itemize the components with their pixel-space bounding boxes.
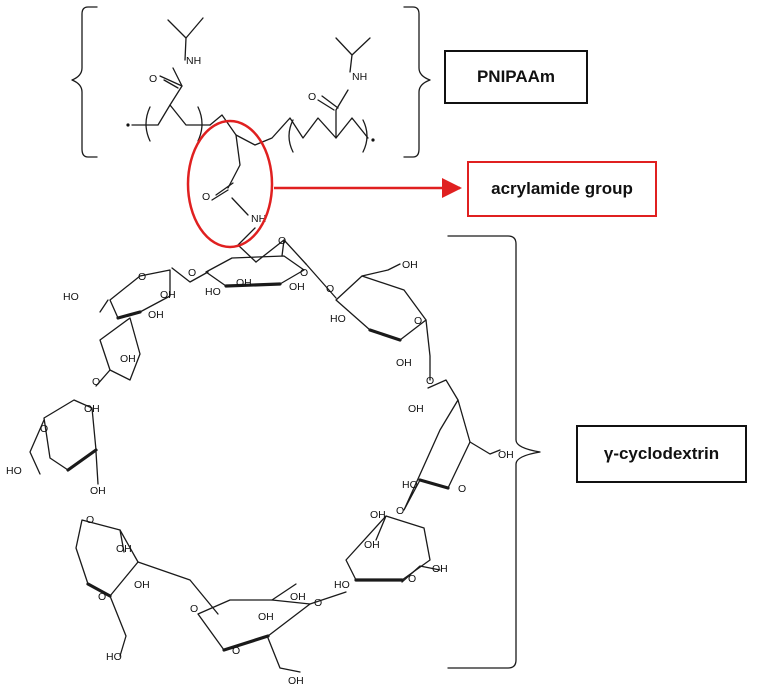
ho-label-3: HO xyxy=(6,465,22,477)
ring-o-11: O xyxy=(314,597,322,609)
ring-o-8: O xyxy=(98,591,106,603)
ho-label-1: HO xyxy=(205,286,221,298)
pnipaam-label: PNIPAAm xyxy=(476,67,556,86)
ho-label-2: HO xyxy=(63,291,79,303)
ho-label-7: HO xyxy=(330,313,346,325)
pnipaam-structure xyxy=(126,17,375,263)
oh-label-7: OH xyxy=(90,485,106,497)
ring-o-2: O xyxy=(300,267,308,279)
ring-o-14: O xyxy=(458,483,466,495)
ring-o-15: O xyxy=(426,375,434,387)
oh-label-3: OH xyxy=(160,289,176,301)
radical-dot-left xyxy=(126,123,130,127)
nh-label-2: NH xyxy=(352,71,367,83)
oh-label-16: OH xyxy=(498,449,514,461)
oh-label-2: OH xyxy=(289,281,305,293)
oh-label-6: OH xyxy=(84,403,100,415)
oh-label-5: OH xyxy=(120,353,136,365)
ho-label-5: HO xyxy=(334,579,350,591)
ring-o-17: O xyxy=(326,283,334,295)
oh-label-10: OH xyxy=(290,591,306,603)
ring-o-16: O xyxy=(414,315,422,327)
ring-o-9: O xyxy=(190,603,198,615)
oh-label-11: OH xyxy=(258,611,274,623)
o-label-3: O xyxy=(202,191,210,203)
oh-label-19: OH xyxy=(402,259,418,271)
acrylamide-highlight-ellipse xyxy=(186,119,274,249)
pnipaam-right-bracket xyxy=(403,6,431,158)
o-label-2: O xyxy=(308,91,316,103)
acrylamide-label-box: acrylamide group xyxy=(467,161,657,217)
oh-label-14: OH xyxy=(364,539,380,551)
ring-o-12: O xyxy=(408,573,416,585)
oh-label-1: OH xyxy=(236,277,252,289)
oh-label-9: OH xyxy=(134,579,150,591)
ring-o-7: O xyxy=(86,514,94,526)
ring-o-4: O xyxy=(138,271,146,283)
oh-label-4: OH xyxy=(148,309,164,321)
ring-o-1: O xyxy=(278,235,286,247)
cyclodextrin-bracket xyxy=(447,235,541,669)
oh-label-18: OH xyxy=(396,357,412,369)
oh-label-17: OH xyxy=(408,403,424,415)
ho-label-6: HO xyxy=(402,479,418,491)
pnipaam-left-bracket xyxy=(71,6,98,158)
acrylamide-label: acrylamide group xyxy=(491,179,633,198)
oh-label-13: OH xyxy=(370,509,386,521)
ring-o-5: O xyxy=(92,376,100,388)
radical-dot-right xyxy=(371,138,375,142)
cyclodextrin-label-box: γ-cyclodextrin xyxy=(576,425,747,483)
oh-label-15: OH xyxy=(432,563,448,575)
cyclodextrin-label: γ-cyclodextrin xyxy=(603,444,720,463)
nh-label-1: NH xyxy=(186,55,201,67)
cyclodextrin-ring xyxy=(29,239,501,673)
oh-label-8: OH xyxy=(116,543,132,555)
ring-o-6: O xyxy=(40,423,48,435)
ring-o-3: O xyxy=(188,267,196,279)
o-label-1: O xyxy=(149,73,157,85)
ring-o-10: O xyxy=(232,645,240,657)
ring-o-13: O xyxy=(396,505,404,517)
oh-label-12: OH xyxy=(288,675,304,687)
ho-label-4: HO xyxy=(106,651,122,663)
pnipaam-label-box: PNIPAAm xyxy=(444,50,588,104)
